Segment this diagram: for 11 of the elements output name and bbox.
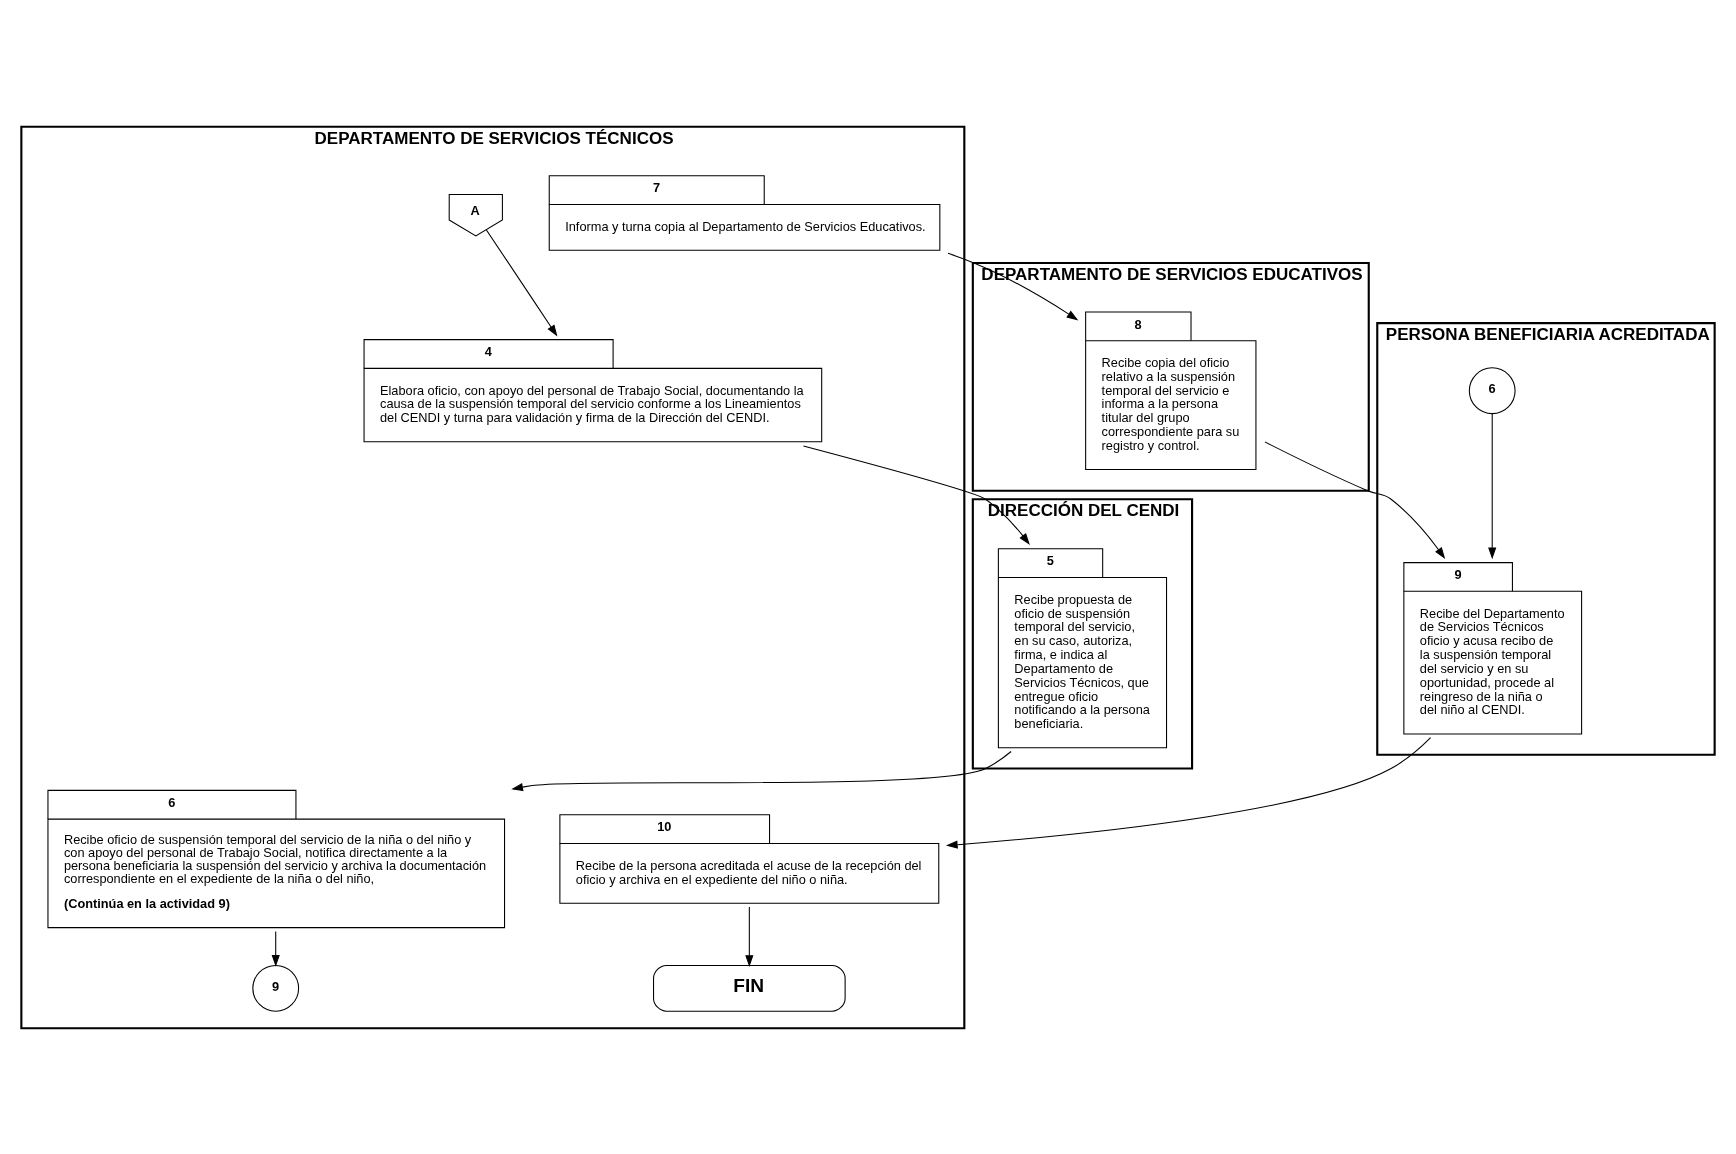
- arrow: [1488, 412, 1497, 559]
- arrow: [485, 228, 558, 336]
- node-box: FIN: [653, 964, 846, 1012]
- arrow: [745, 906, 754, 967]
- node-circle: 6: [1468, 366, 1516, 414]
- arrow: [802, 445, 1030, 545]
- arrow: [1264, 440, 1446, 559]
- node-circle: 9: [252, 964, 300, 1012]
- arrow: [271, 930, 280, 967]
- arrow: [511, 750, 1012, 791]
- arrow: [945, 736, 1432, 849]
